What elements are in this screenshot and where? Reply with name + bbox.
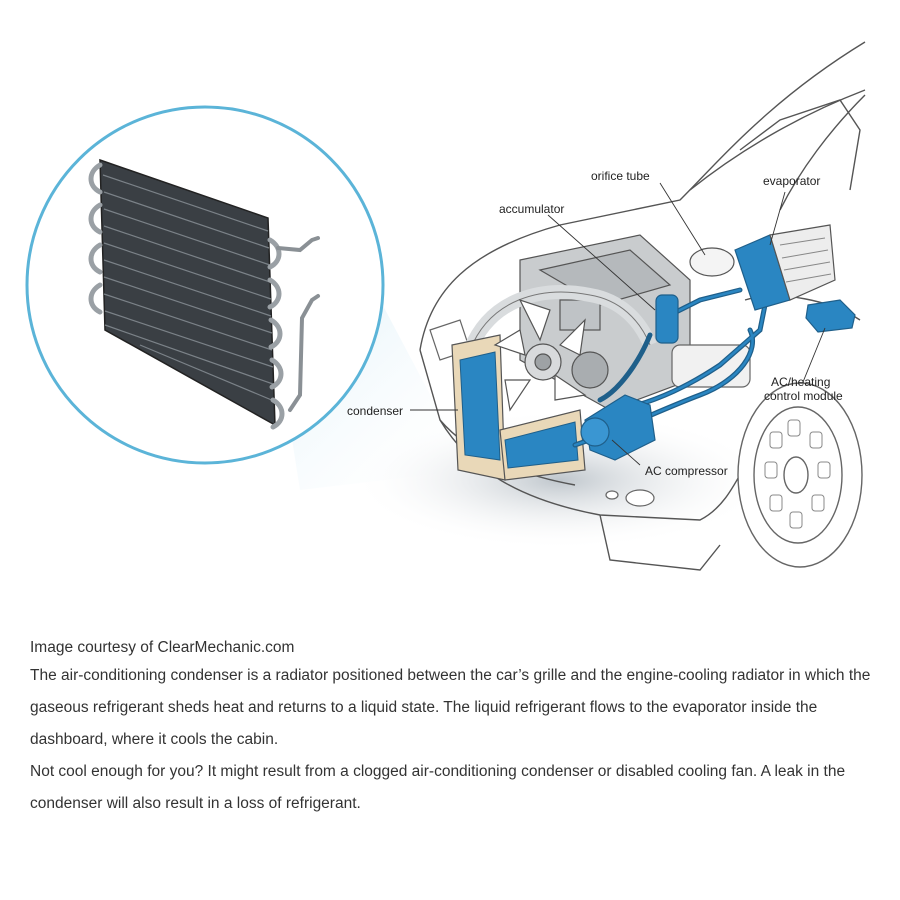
label-ac-compressor: AC compressor (645, 464, 728, 478)
label-condenser: condenser (347, 404, 403, 418)
label-ac-heating: AC/heating (771, 375, 830, 389)
condenser-unit (451, 334, 586, 481)
image-credit: Image courtesy of ClearMechanic.com (30, 639, 295, 656)
paragraph-condenser-description: The air-conditioning condenser is a radi… (30, 667, 871, 748)
orifice-tube (689, 247, 735, 277)
car-shadow (350, 410, 770, 550)
paragraph-troubleshooting: Not cool enough for you? It might result… (30, 763, 846, 812)
leader-lines (410, 182, 826, 466)
condenser-closeup (25, 105, 385, 465)
engine (519, 234, 691, 411)
cooling-fan (493, 298, 587, 412)
label-evaporator: evaporator (763, 174, 820, 188)
label-accumulator: accumulator (499, 202, 564, 216)
ac-compressor (580, 394, 656, 461)
label-control-module: control module (764, 389, 843, 403)
evaporator (734, 224, 836, 311)
caption: Image courtesy of ClearMechanic.com The … (30, 636, 880, 820)
front-wheel (737, 382, 863, 568)
label-orifice-tube: orifice tube (591, 169, 650, 183)
wheel-spokes (764, 419, 831, 529)
ac-system-diagram: orifice tube evaporator accumulator cond… (25, 41, 866, 571)
ac-heating-control-module (805, 299, 856, 333)
accumulator (655, 294, 679, 344)
